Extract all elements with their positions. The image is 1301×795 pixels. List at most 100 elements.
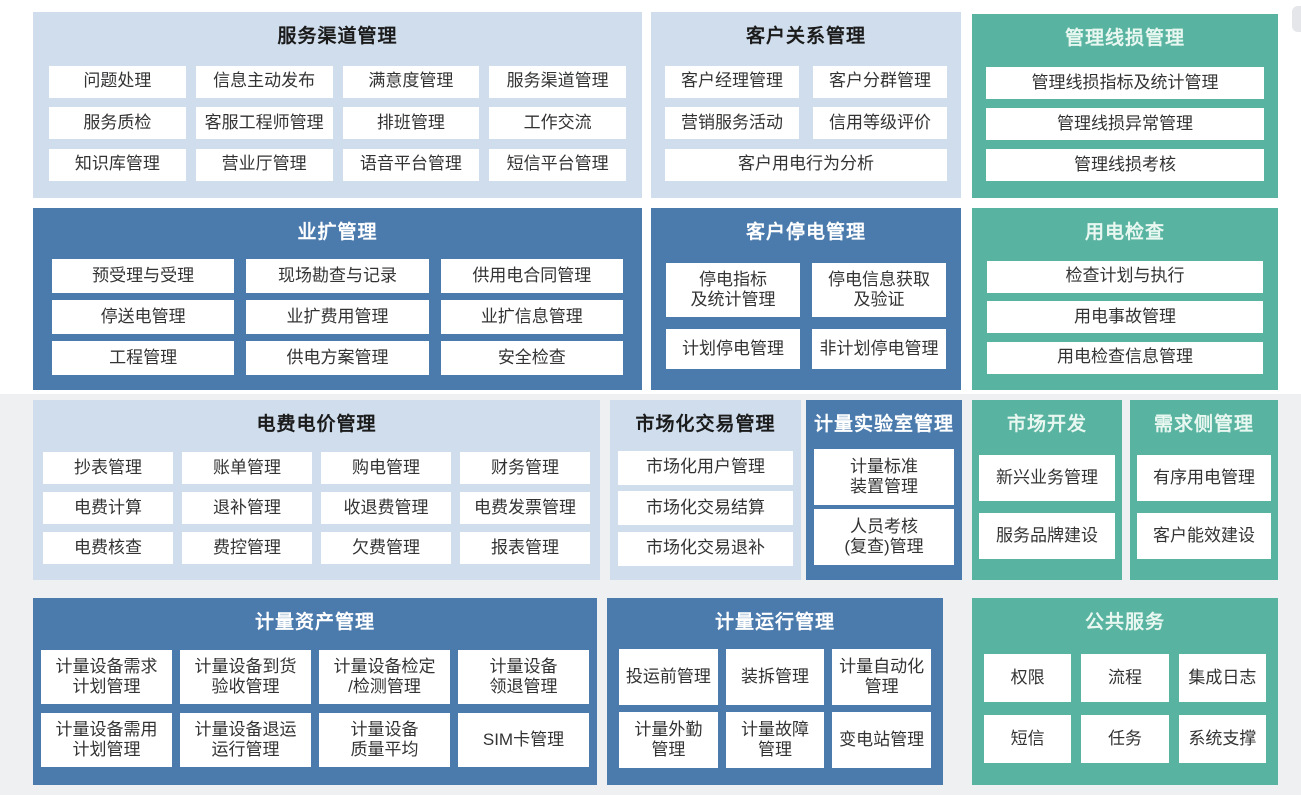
panel-business-expansion: 业扩管理 预受理与受理现场勘查与记录供用电合同管理停送电管理业扩费用管理业扩信息… (33, 208, 642, 390)
panel-title: 公共服务 (1084, 611, 1165, 633)
module-item: 营销服务活动 (665, 107, 799, 139)
panel-market-development: 市场开发 新兴业务管理服务品牌建设 (972, 400, 1122, 580)
module-item: 语音平台管理 (342, 148, 480, 181)
panel-customer-relation: 客户关系管理 客户经理管理客户分群管理营销服务活动信用等级评价客户用电行为分析 (651, 12, 961, 198)
module-item: 服务品牌建设 (979, 512, 1115, 559)
panel-service-channel: 服务渠道管理 问题处理信息主动发布满意度管理服务渠道管理服务质检客服工程师管理排… (33, 12, 642, 198)
module-item: 管理线损异常管理 (986, 108, 1264, 140)
panel-items: 投运前管理装拆管理计量自动化 管理计量外勤 管理计量故障 管理变电站管理 (607, 642, 943, 785)
module-item: 客户能效建设 (1137, 512, 1271, 559)
panel-title: 需求侧管理 (1153, 413, 1254, 435)
module-item: 人员考核 (复查)管理 (814, 509, 954, 566)
module-item: 安全检查 (440, 341, 623, 375)
module-item: 工程管理 (52, 341, 235, 375)
module-item: 计量设备检定 /检测管理 (319, 650, 450, 705)
module-item: 计量设备 质量平均 (319, 712, 450, 767)
module-item: 电费计算 (43, 492, 173, 524)
module-item: 满意度管理 (342, 65, 480, 98)
module-item: 检查计划与执行 (987, 260, 1263, 293)
panel-items: 计量标准 装置管理人员考核 (复查)管理 (806, 444, 962, 580)
module-item: 知识库管理 (49, 148, 186, 181)
module-item: 流程 (1081, 654, 1169, 703)
module-item: 电费核查 (43, 532, 173, 564)
module-item: 服务质检 (49, 107, 186, 139)
module-item: 市场化用户管理 (618, 450, 793, 485)
module-item: 现场勘查与记录 (246, 259, 429, 293)
module-item: 报表管理 (460, 532, 590, 564)
module-item: 营业厅管理 (195, 148, 333, 181)
module-item: 计量设备 领退管理 (458, 650, 589, 705)
panel-title: 客户关系管理 (745, 25, 866, 47)
module-item: 非计划停电管理 (812, 328, 946, 369)
panel-title: 电费电价管理 (256, 413, 377, 435)
module-item: 管理线损指标及统计管理 (986, 67, 1264, 99)
panel-items: 抄表管理账单管理购电管理财务管理电费计算退补管理收退费管理电费发票管理电费核查费… (33, 444, 600, 580)
module-item: 短信平台管理 (489, 148, 626, 181)
module-item: 业扩费用管理 (246, 300, 429, 334)
module-item: 市场化交易结算 (618, 491, 793, 525)
panel-items: 计量设备需求 计划管理计量设备到货 验收管理计量设备检定 /检测管理计量设备 领… (33, 642, 597, 785)
module-item: 客户分群管理 (813, 65, 947, 98)
module-item: 权限 (984, 654, 1072, 703)
module-item: 停电信息获取 及验证 (812, 263, 946, 318)
module-item: 计量设备到货 验收管理 (180, 650, 311, 705)
module-item: 计量设备退运 运行管理 (180, 712, 311, 767)
module-item: 退补管理 (182, 492, 312, 524)
module-item: 计量自动化 管理 (832, 649, 931, 705)
module-item: 客户经理管理 (665, 65, 799, 98)
module-item: 欠费管理 (321, 532, 451, 564)
module-item: 管理线损考核 (986, 149, 1264, 181)
module-item: 供用电合同管理 (440, 259, 623, 293)
module-item: 电费发票管理 (460, 492, 590, 524)
module-item: 停电指标 及统计管理 (666, 263, 800, 318)
module-item: 计量故障 管理 (725, 712, 825, 768)
module-item: 用电检查信息管理 (987, 341, 1263, 374)
scrollbar-thumb[interactable] (1292, 6, 1301, 32)
module-item: SIM卡管理 (458, 712, 589, 767)
module-item: 用电事故管理 (987, 301, 1263, 333)
module-item: 购电管理 (321, 452, 451, 484)
module-item: 集成日志 (1178, 654, 1266, 703)
module-item: 有序用电管理 (1137, 455, 1271, 502)
panel-title: 计量实验室管理 (813, 413, 954, 435)
module-item: 计划停电管理 (666, 328, 800, 369)
module-item: 信息主动发布 (195, 65, 333, 98)
panel-items: 停电指标 及统计管理停电信息获取 及验证计划停电管理非计划停电管理 (651, 252, 961, 390)
module-item: 客户用电行为分析 (665, 148, 947, 181)
panel-public-service: 公共服务 权限流程集成日志短信任务系统支撑 (972, 598, 1278, 785)
module-item: 排班管理 (342, 107, 480, 139)
panel-customer-outage: 客户停电管理 停电指标 及统计管理停电信息获取 及验证计划停电管理非计划停电管理 (651, 208, 961, 390)
module-item: 工作交流 (489, 107, 626, 139)
module-item: 新兴业务管理 (979, 455, 1115, 502)
panel-title: 用电检查 (1084, 221, 1165, 243)
module-item: 投运前管理 (619, 649, 718, 705)
module-item: 收退费管理 (321, 492, 451, 524)
module-item: 客服工程师管理 (195, 107, 333, 139)
module-item: 停送电管理 (52, 300, 235, 334)
panel-title: 服务渠道管理 (277, 25, 398, 47)
panel-metering-lab: 计量实验室管理 计量标准 装置管理人员考核 (复查)管理 (806, 400, 962, 580)
panel-metering-operation: 计量运行管理 投运前管理装拆管理计量自动化 管理计量外勤 管理计量故障 管理变电… (607, 598, 943, 785)
panel-items: 管理线损指标及统计管理管理线损异常管理管理线损考核 (972, 58, 1278, 198)
panel-title: 管理线损管理 (1064, 27, 1185, 49)
module-item: 计量标准 装置管理 (814, 448, 954, 505)
module-item: 市场化交易退补 (618, 531, 793, 566)
module-item: 业扩信息管理 (440, 300, 623, 334)
module-item: 供电方案管理 (246, 341, 429, 375)
module-item: 抄表管理 (43, 452, 173, 484)
panel-title: 计量运行管理 (714, 611, 835, 633)
module-item: 服务渠道管理 (489, 65, 626, 98)
module-item: 变电站管理 (832, 712, 931, 768)
panel-items: 问题处理信息主动发布满意度管理服务渠道管理服务质检客服工程师管理排班管理工作交流… (33, 56, 642, 198)
panel-line-loss: 管理线损管理 管理线损指标及统计管理管理线损异常管理管理线损考核 (972, 14, 1278, 198)
panel-title: 市场开发 (1006, 413, 1087, 435)
panel-demand-side: 需求侧管理 有序用电管理客户能效建设 (1130, 400, 1278, 580)
panel-title: 客户停电管理 (745, 221, 866, 243)
panel-items: 客户经理管理客户分群管理营销服务活动信用等级评价客户用电行为分析 (651, 56, 961, 198)
panel-items: 新兴业务管理服务品牌建设 (972, 444, 1122, 580)
module-item: 计量设备需用 计划管理 (41, 712, 172, 767)
panel-items: 市场化用户管理市场化交易结算市场化交易退补 (610, 444, 801, 580)
panel-title: 业扩管理 (297, 221, 378, 243)
module-item: 系统支撑 (1178, 714, 1266, 763)
